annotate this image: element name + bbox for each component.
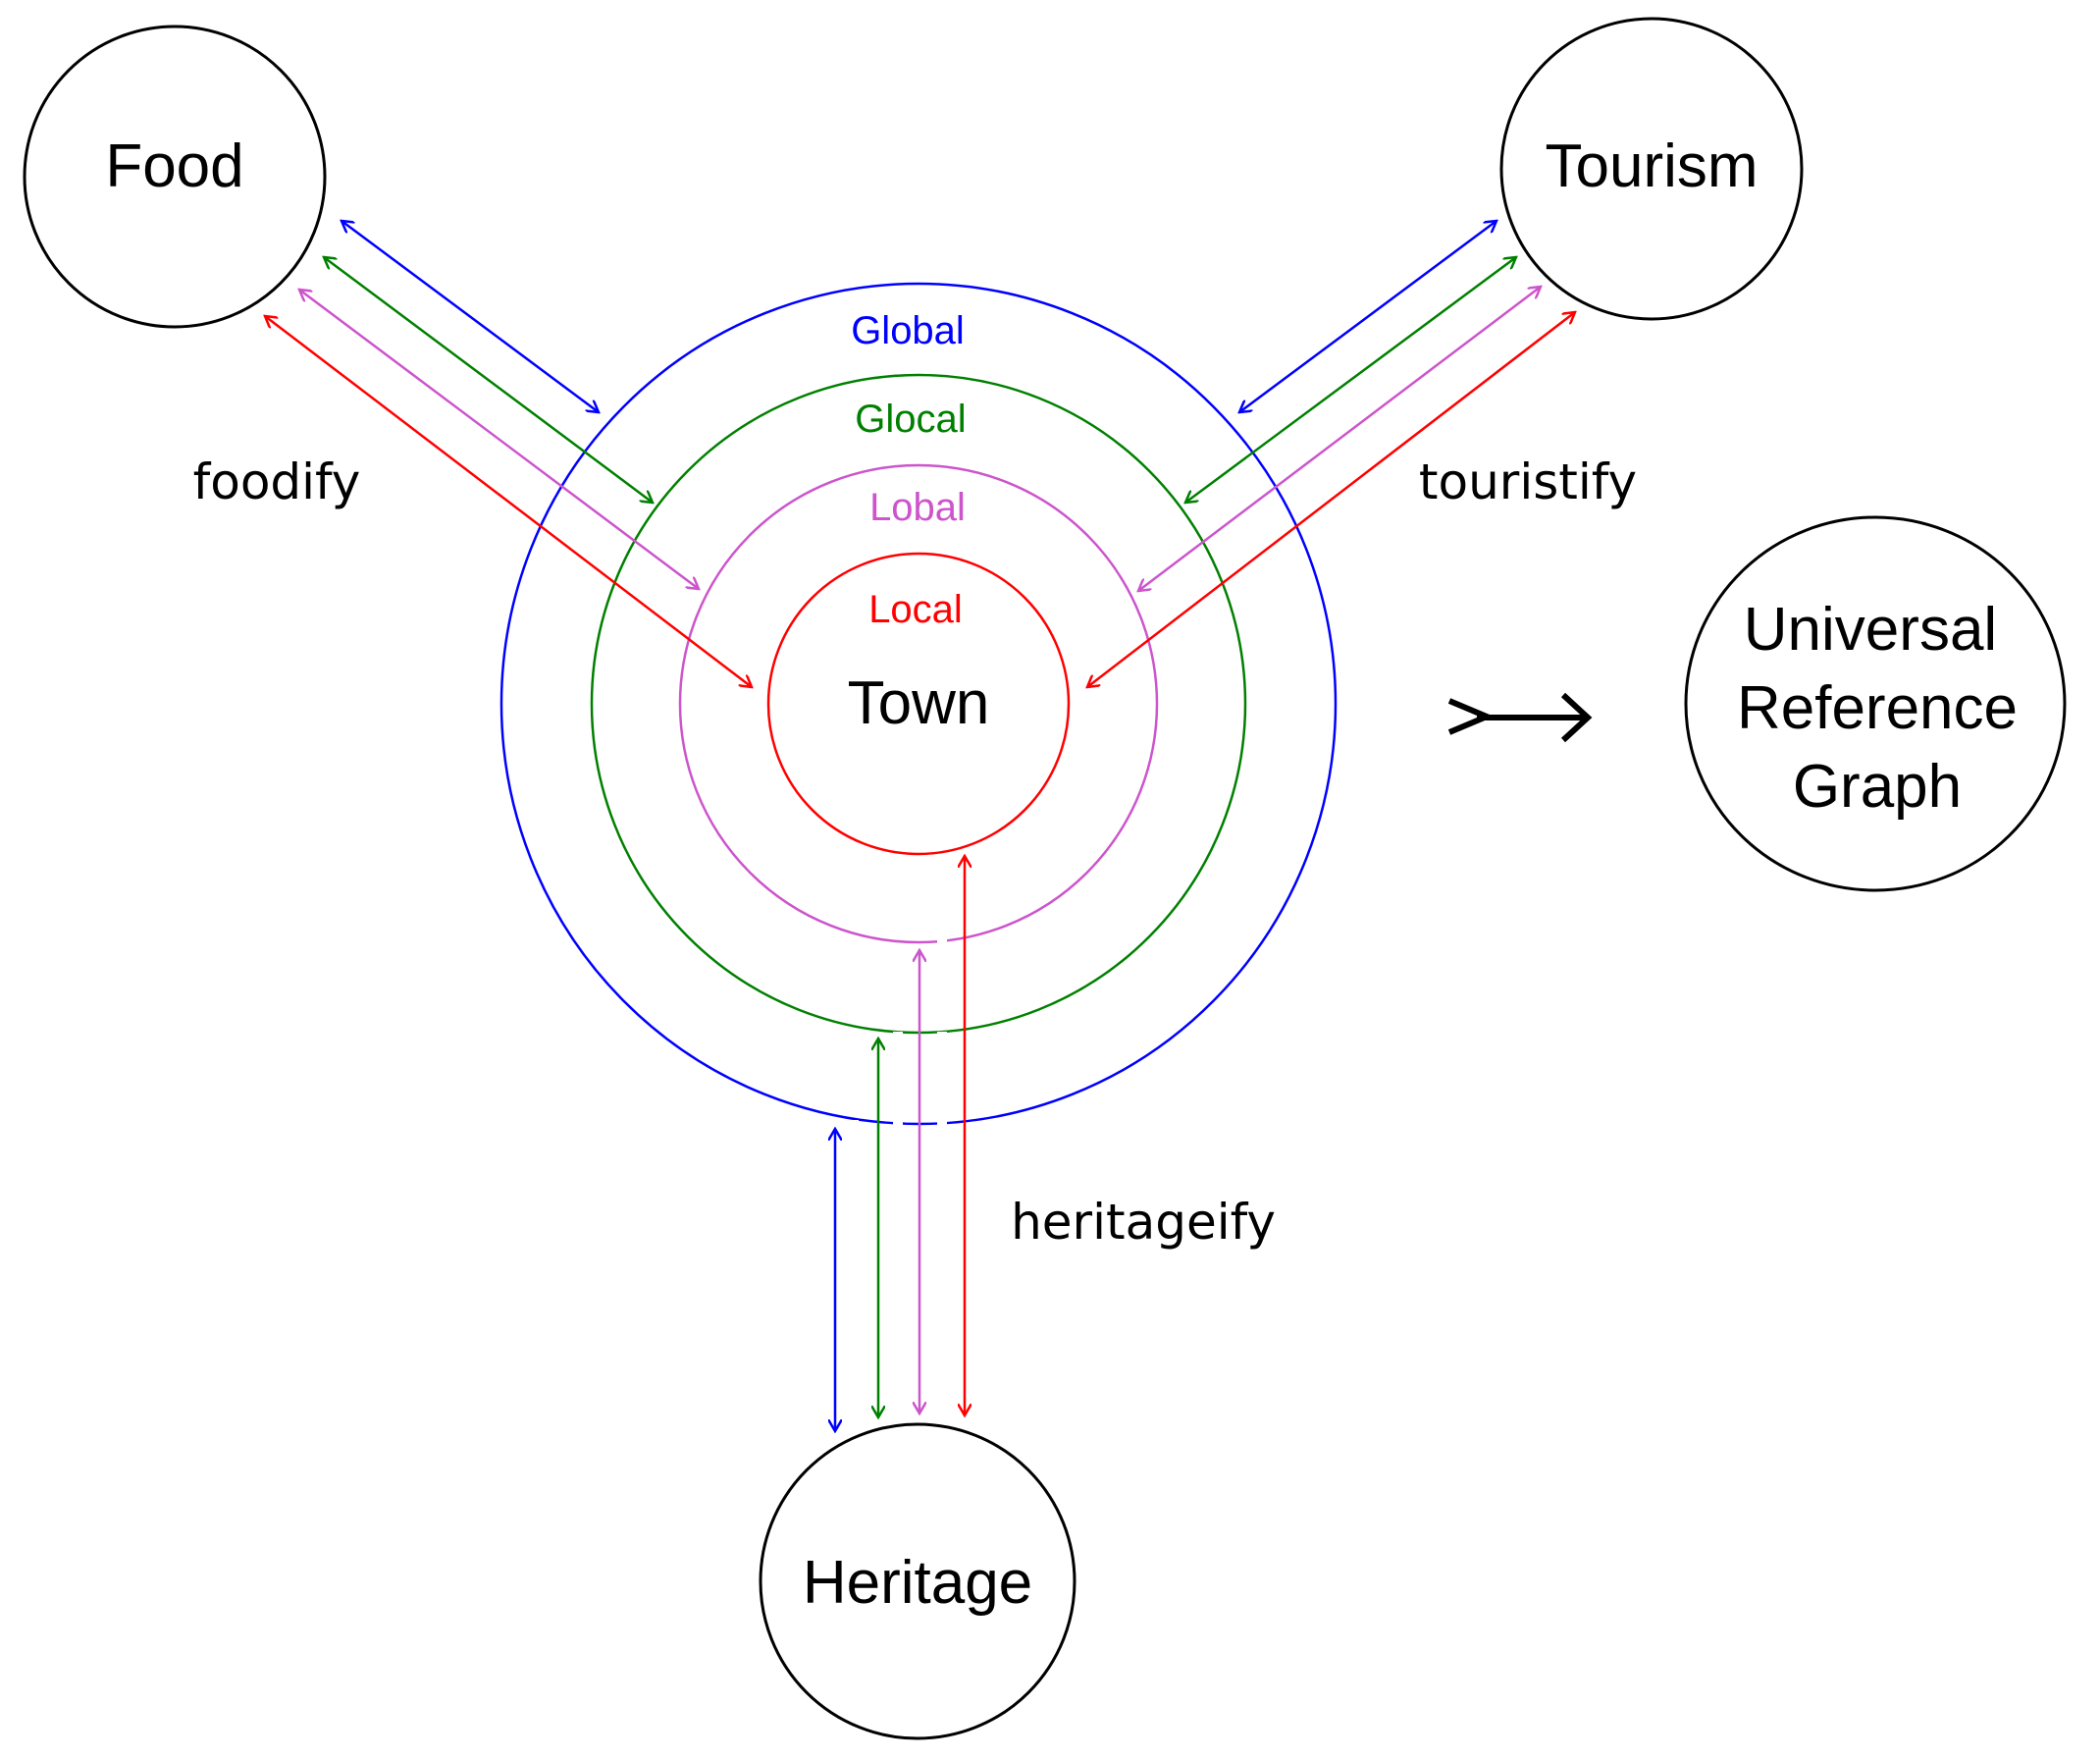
node-food-label: Food xyxy=(105,133,243,200)
node-town-label: Town xyxy=(848,669,990,737)
ring-crossing-gap xyxy=(1204,597,1214,605)
node-heritage: Heritage xyxy=(759,1422,1076,1740)
node-food: Food xyxy=(23,25,327,329)
node-universal-reference-graph: Universal Reference Graph xyxy=(1684,515,2067,892)
ring-label-glocal: Glocal xyxy=(855,398,966,441)
edge-label-heritageify: heritageify xyxy=(1011,1194,1276,1251)
ring-label-global: Global xyxy=(851,309,965,352)
ring-crossing-gap xyxy=(893,1120,903,1128)
arrow-food-local xyxy=(265,316,752,687)
ring-crossing-gap xyxy=(937,1032,947,1039)
urg-label-line-1: Universal xyxy=(1744,596,1997,664)
arrow-tourism-local xyxy=(1087,312,1575,687)
node-heritage-label: Heritage xyxy=(803,1549,1032,1617)
node-tourism-label: Tourism xyxy=(1545,133,1758,200)
ring-crossing-gap xyxy=(849,1120,859,1128)
ring-crossing-gap xyxy=(893,1032,903,1039)
edge-label-foodify: foodify xyxy=(193,453,361,510)
ring-crossing-gap xyxy=(937,1120,947,1128)
ring-lobal xyxy=(678,463,1159,944)
arrow-food-lobal xyxy=(299,290,699,589)
edge-label-touristify: touristify xyxy=(1419,453,1637,510)
ring-crossing-gap xyxy=(623,597,633,605)
urg-label-line-2: Reference xyxy=(1737,674,2018,742)
urg-label-line-3: Graph xyxy=(1793,753,1962,821)
mapsto-arrow-icon xyxy=(1447,692,1593,743)
arrow-tourism-global xyxy=(1239,221,1496,412)
arrow-tourism-lobal xyxy=(1138,287,1541,591)
ring-label-lobal: Lobal xyxy=(869,486,966,529)
ring-label-local: Local xyxy=(868,588,963,631)
ring-local xyxy=(766,552,1071,856)
arrow-food-global xyxy=(341,221,599,412)
arrow-food-glocal xyxy=(324,257,653,503)
node-tourism: Tourism xyxy=(1499,17,1804,321)
ring-crossing-gap xyxy=(937,938,947,946)
arrow-group xyxy=(265,221,1575,1431)
